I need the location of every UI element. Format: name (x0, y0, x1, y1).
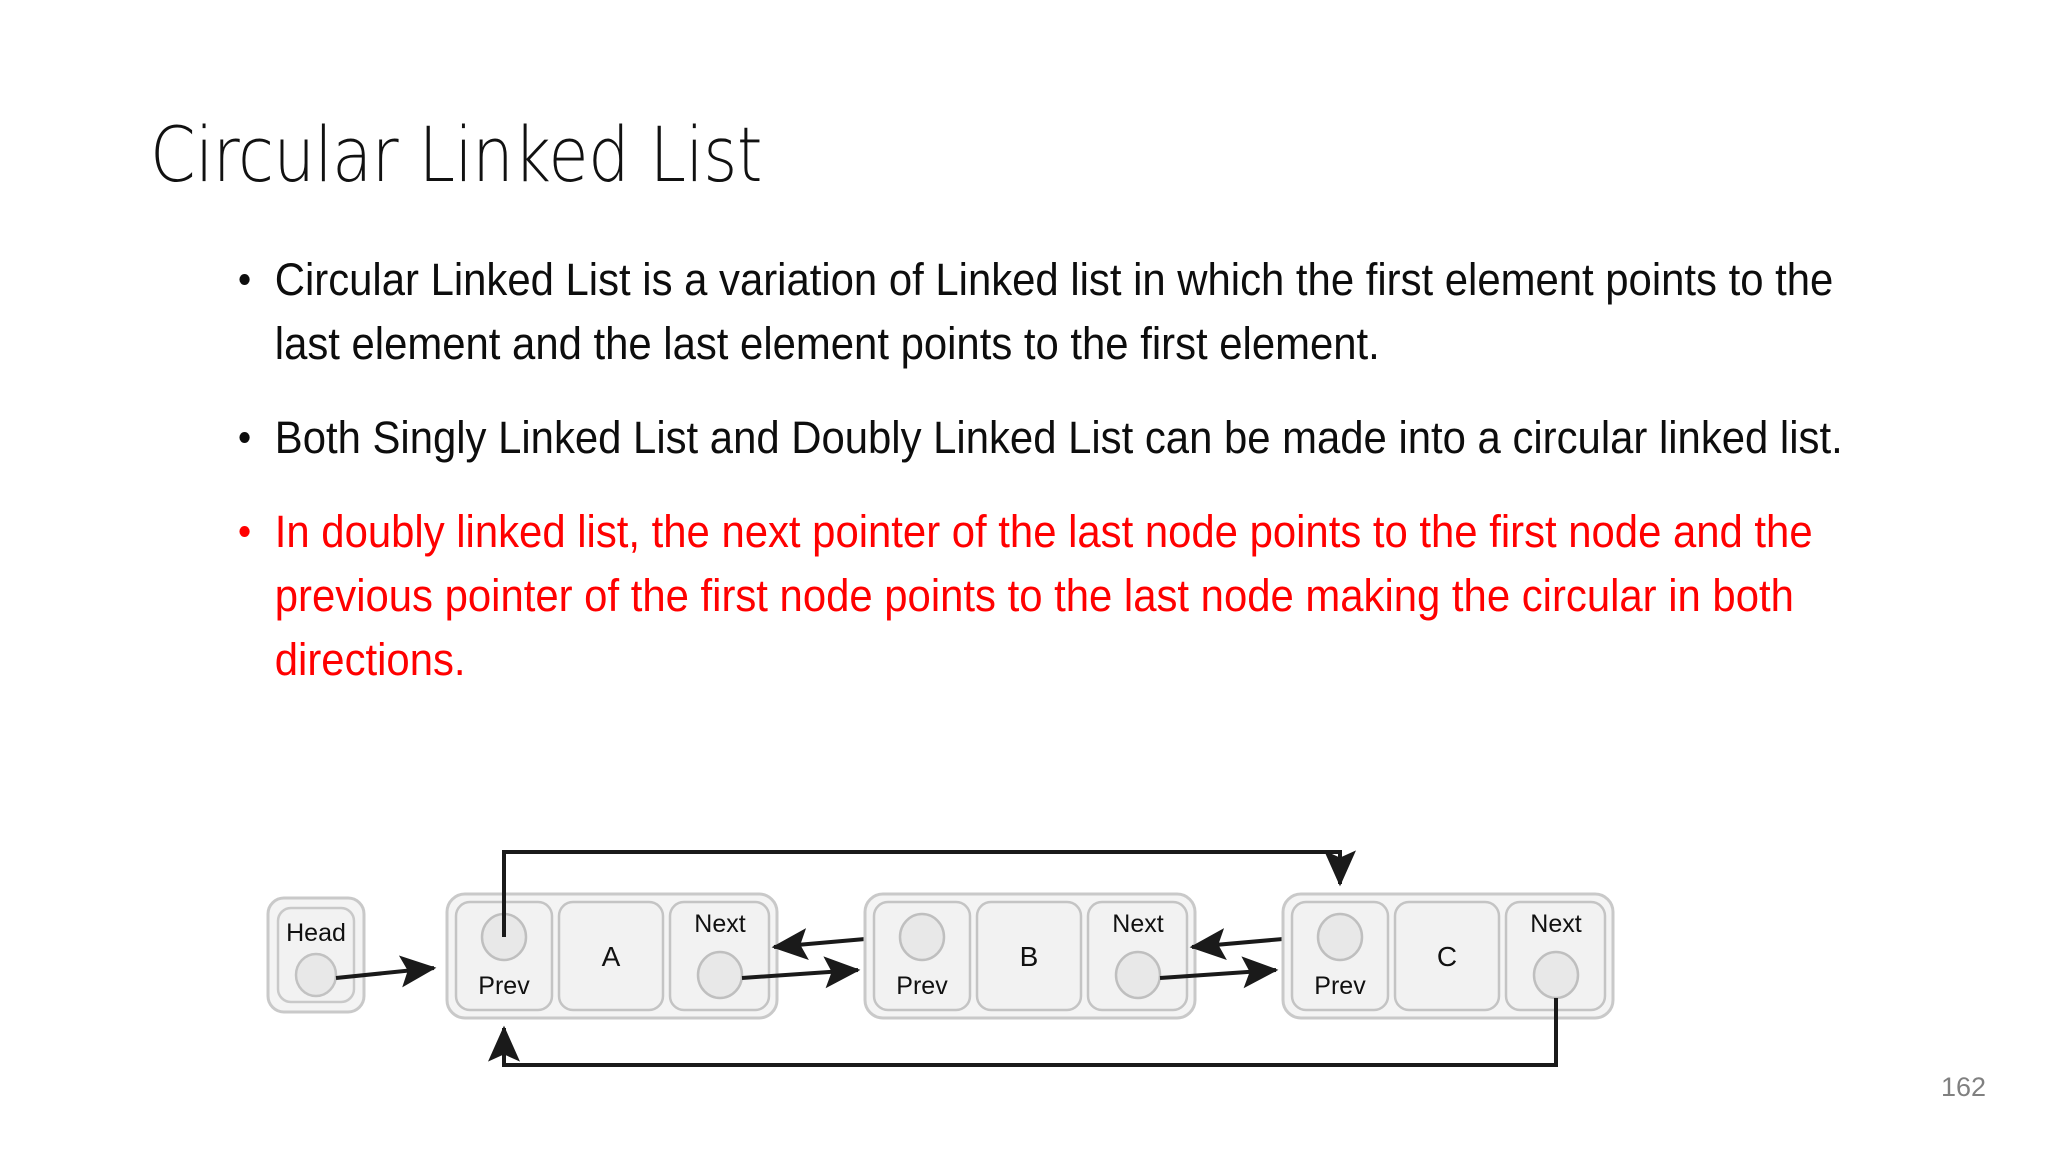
node-c-prev-label: Prev (1314, 972, 1366, 1000)
node-b-next-circle (1114, 950, 1162, 1000)
head-pointer-circle (294, 952, 338, 998)
node-b-value-cell (975, 900, 1083, 1012)
bullet-list: Circular Linked List is a variation of L… (232, 248, 2022, 692)
node-a-value: A (602, 941, 621, 972)
arrow-circular-bottom-c-next-to-a-prev (488, 998, 1558, 1067)
node-b-next-label: Next (1112, 910, 1163, 938)
node-a-prev-label: Prev (478, 972, 530, 1000)
head-node: Head (266, 896, 366, 1014)
bullet-dot-icon (239, 526, 250, 537)
list-node-b: Prev B Next (863, 892, 1197, 1020)
list-item-text: Both Singly Linked List and Doubly Linke… (274, 412, 1843, 463)
list-item-text: In doubly linked list, the next pointer … (274, 506, 1813, 685)
page-number: 162 (1940, 1072, 1986, 1102)
node-c-next-circle (1532, 950, 1580, 1000)
node-b-value: B (1020, 941, 1039, 972)
node-c-value-cell (1393, 900, 1501, 1012)
arrow-head-to-node-a (335, 955, 437, 988)
node-a-next-label: Next (694, 910, 745, 938)
list-node-c: Prev C Next (1281, 892, 1615, 1020)
page-title: Circular Linked List (150, 110, 763, 199)
node-c-prev-circle (1316, 912, 1364, 962)
node-c-value: C (1437, 941, 1457, 972)
arrow-node-b-next-to-node-c-prev (1159, 956, 1279, 989)
node-a-next-circle (696, 950, 744, 1000)
head-label: Head (286, 919, 346, 947)
linked-list-diagram: Head Prev A Next (262, 820, 1702, 1090)
list-item-emphasis: In doubly linked list, the next pointer … (232, 500, 1897, 692)
node-a-value-cell (557, 900, 665, 1012)
list-item: Both Singly Linked List and Doubly Linke… (232, 406, 1897, 470)
bullet-dot-icon (239, 274, 250, 285)
node-b-prev-circle (898, 912, 946, 962)
arrow-circular-top-a-prev-to-c-prev (502, 850, 1356, 937)
list-node-a: Prev A Next (445, 892, 779, 1020)
list-item-text: Circular Linked List is a variation of L… (274, 254, 1834, 369)
list-item: Circular Linked List is a variation of L… (232, 248, 1897, 376)
bullet-dot-icon (239, 432, 250, 443)
arrow-node-a-next-to-node-b-prev (741, 956, 861, 989)
node-c-next-label: Next (1530, 910, 1581, 938)
node-b-prev-label: Prev (896, 972, 948, 1000)
